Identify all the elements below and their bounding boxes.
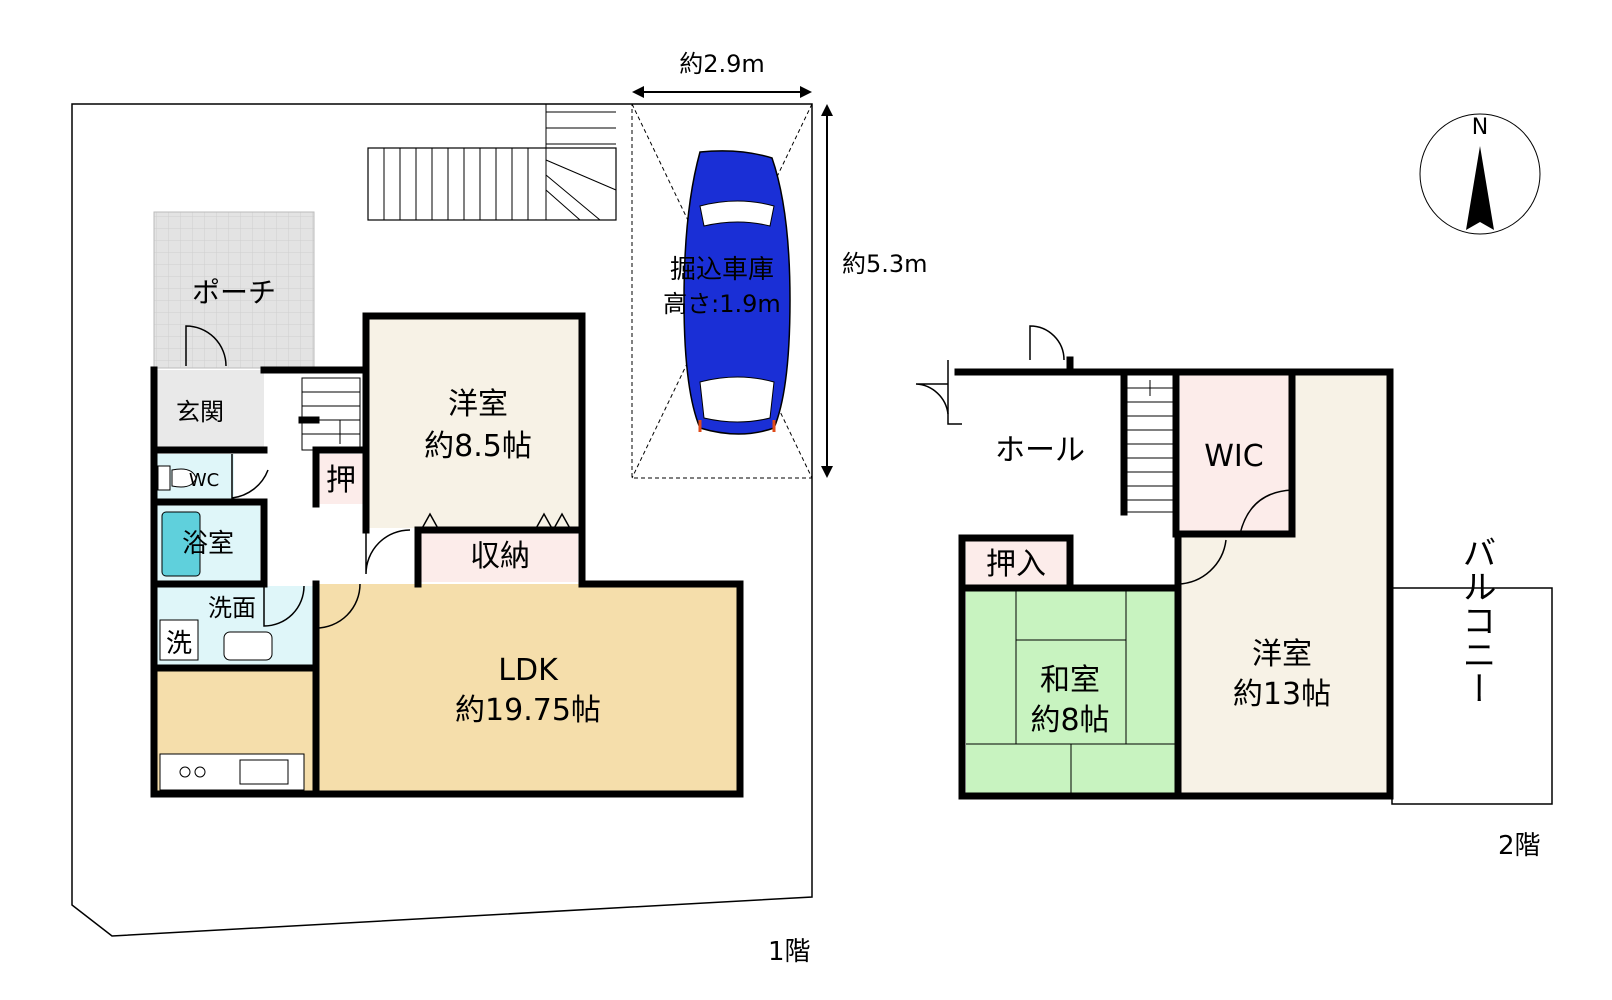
garage-width-dimension: 約2.9m [632, 50, 812, 98]
porch-label: ポーチ [192, 276, 276, 309]
entrance [154, 370, 264, 450]
western-room-2f-size: 約13帖 [1233, 677, 1331, 712]
hall [962, 372, 1172, 536]
japanese-room-name: 和室 [1040, 663, 1100, 698]
ldk-name: LDK [498, 653, 559, 688]
doors-1f [231, 454, 573, 629]
western-room-1f [368, 316, 580, 528]
interior-stairs-1f [301, 377, 361, 451]
bathtub-icon [161, 511, 201, 577]
entrance-label: 玄関 [176, 398, 224, 426]
washer-label: 洗 [166, 629, 192, 659]
garage-depth-label: 約5.3m [842, 250, 928, 278]
north-arrow-icon [1466, 146, 1494, 230]
hall-label: ホール [995, 433, 1085, 468]
compass: N [1419, 113, 1541, 235]
balcony-label: バルコニー [1456, 535, 1496, 705]
wic-label-top: WIC [1204, 439, 1263, 474]
storage-label: 収納 [470, 539, 530, 574]
floor-2: ホール WIC 押入 和室 約8帖 [915, 325, 1553, 861]
closet-2f-label: 押入 [986, 547, 1046, 582]
floor-1: 掘込車庫 高さ:1.9m 約2.9m 約5.3m ポーチ 玄関 WC 浴室 [71, 50, 928, 967]
sink-icon [223, 631, 273, 661]
floor-1-label: 1階 [768, 937, 811, 967]
porch [153, 211, 315, 369]
north-label: N [1472, 115, 1488, 140]
garage: 掘込車庫 高さ:1.9m [631, 103, 813, 479]
garage-height: 高さ:1.9m [663, 290, 781, 318]
garage-name: 掘込車庫 [670, 255, 774, 285]
closet-1f-label: 押 [326, 463, 356, 498]
exterior-stairs [367, 104, 617, 221]
storage [420, 530, 578, 582]
entrance-door [185, 325, 227, 367]
western-room-2f-name: 洋室 [1252, 637, 1312, 672]
closet-1f [318, 454, 364, 504]
walls-1f [150, 312, 744, 798]
wc-label: WC [189, 470, 219, 491]
ldk-size: 約19.75帖 [455, 693, 601, 728]
washroom-label: 洗面 [208, 594, 256, 622]
ldk [316, 584, 740, 794]
doors-2f [915, 325, 1293, 585]
garage-width-label: 約2.9m [679, 50, 765, 78]
balcony [1391, 587, 1553, 805]
western-room-1f-size: 約8.5帖 [424, 429, 532, 464]
car-icon [683, 150, 791, 435]
western-room-1f-name: 洋室 [448, 387, 508, 422]
closet-2f [966, 540, 1068, 586]
floor-2-label: 2階 [1498, 831, 1541, 861]
wall-2f-edge [947, 360, 962, 425]
japanese-room-size: 約8帖 [1030, 703, 1109, 738]
garage-depth-dimension: 約5.3m [821, 104, 928, 478]
bath-label: 浴室 [182, 529, 234, 559]
